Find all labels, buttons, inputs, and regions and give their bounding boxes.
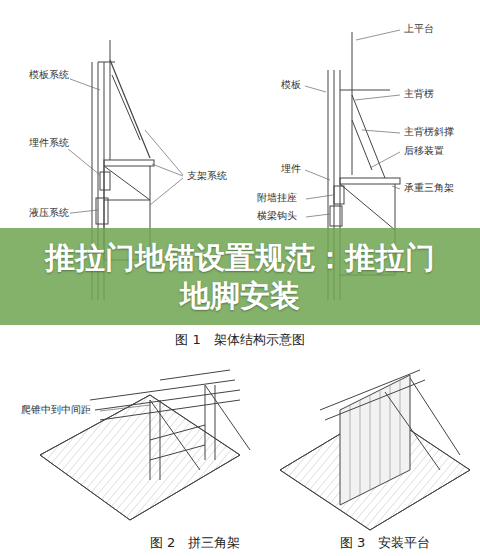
part-label: 承重三角架	[403, 182, 455, 194]
part-label: 横梁钩头	[256, 210, 298, 222]
part-label: 上平台	[403, 23, 435, 35]
part-label: 后移装置	[403, 145, 445, 157]
part-label: 模板系统	[28, 69, 70, 81]
figure-caption: 图 2 拼三角架	[149, 535, 241, 551]
banner-text: 推拉门地锚设置规范：推拉门地脚安装	[40, 239, 440, 314]
title-banner: 推拉门地锚设置规范：推拉门地脚安装	[0, 228, 480, 325]
part-label: 埋件	[280, 163, 302, 175]
figure-caption: 图 3 安装平台	[339, 535, 431, 551]
part-label: 模板	[280, 79, 302, 91]
part-label: 液压系统	[28, 207, 70, 219]
dimension-label: 爬锥中到中间距	[20, 404, 92, 416]
part-label: 附墙挂座	[256, 192, 298, 204]
part-label: 埋件系统	[28, 137, 70, 149]
part-label: 主背楞斜撑	[403, 126, 455, 138]
figure-caption: 图 1 架体结构示意图	[174, 332, 305, 348]
part-label: 主背楞	[403, 88, 435, 100]
part-label: 支架系统	[186, 170, 228, 182]
